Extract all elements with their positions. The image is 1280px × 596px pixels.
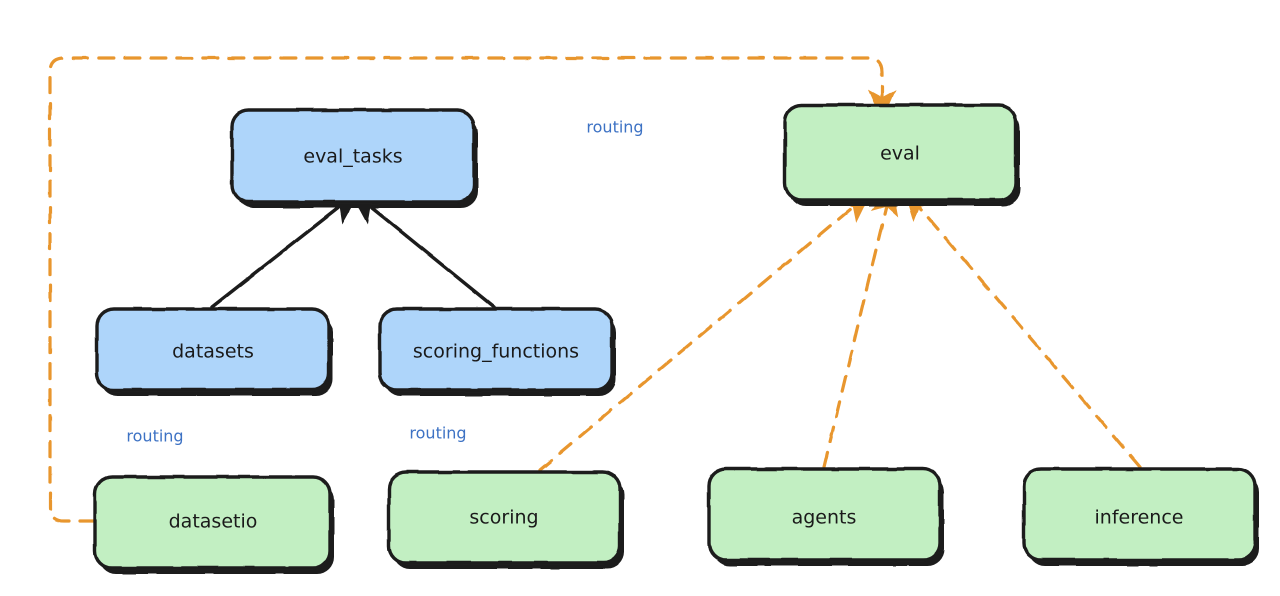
node-scoring-body	[387, 470, 622, 565]
node-datasets[interactable]: datasets	[95, 307, 333, 396]
node-inference[interactable]: inference	[1022, 467, 1259, 566]
node-eval-tasks[interactable]: eval_tasks	[230, 108, 478, 208]
edge-label-routing-eval: routing	[586, 118, 643, 137]
node-eval-tasks-body	[230, 108, 476, 204]
edge-datasetio-eval[interactable]	[48, 56, 897, 523]
edge-label-layer: routing routing routing	[126, 118, 643, 446]
node-eval[interactable]: eval	[783, 103, 1020, 206]
edge-datasets-evaltasks[interactable]	[210, 189, 363, 309]
node-inference-body	[1022, 467, 1257, 562]
node-scoring-functions-body	[378, 307, 614, 392]
node-layer: eval_tasks eval datasets scoring_functio…	[93, 103, 1259, 574]
node-agents-label: agents	[792, 507, 857, 529]
edge-scoring-eval[interactable]	[538, 191, 872, 472]
node-scoring[interactable]: scoring	[387, 470, 624, 569]
node-datasets-label: datasets	[172, 341, 254, 363]
node-scoring-label: scoring	[469, 507, 538, 529]
node-agents[interactable]: agents	[707, 467, 944, 566]
edge-label-routing-scoring: routing	[409, 424, 466, 443]
node-agents-body	[707, 467, 942, 562]
node-scoring-functions-label: scoring_functions	[413, 341, 579, 363]
node-inference-label: inference	[1095, 507, 1184, 529]
edge-layer	[48, 56, 1142, 523]
node-datasetio-body	[93, 475, 332, 570]
edge-scoringfunctions-evaltasks[interactable]	[348, 188, 496, 309]
node-eval-label: eval	[880, 143, 920, 165]
node-datasetio[interactable]: datasetio	[93, 475, 334, 574]
edge-inference-eval[interactable]	[903, 188, 1142, 469]
node-scoring-functions[interactable]: scoring_functions	[378, 307, 616, 396]
edge-agents-eval[interactable]	[822, 183, 899, 469]
node-eval-body	[783, 103, 1018, 202]
node-datasetio-label: datasetio	[169, 511, 258, 533]
node-eval-tasks-label: eval_tasks	[303, 146, 402, 168]
edge-label-routing-datasetio: routing	[126, 427, 183, 446]
node-datasets-body	[95, 307, 331, 392]
